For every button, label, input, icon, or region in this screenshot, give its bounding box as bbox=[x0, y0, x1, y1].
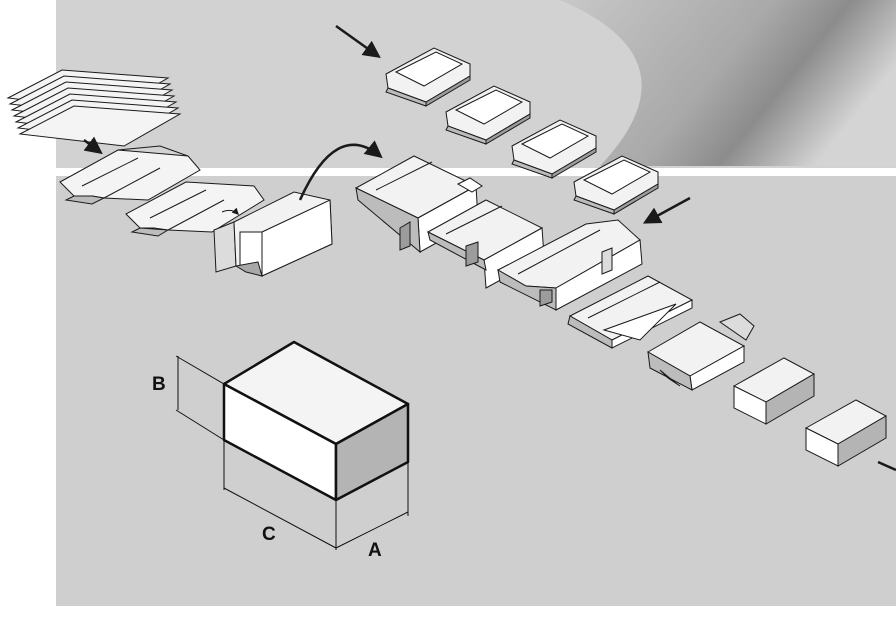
carton-filling-3 bbox=[496, 219, 643, 311]
product-tray-3 bbox=[511, 119, 597, 179]
carton-closing bbox=[646, 313, 755, 391]
dimension-lines bbox=[175, 355, 409, 550]
product-tray-1 bbox=[385, 47, 471, 107]
erected-carton bbox=[213, 191, 333, 277]
blank-feed-arrow bbox=[83, 136, 103, 155]
finished-carton-2 bbox=[804, 399, 888, 467]
carton-filling-4 bbox=[567, 275, 694, 349]
product-infeed-arrow-mid bbox=[642, 196, 691, 224]
dimension-label-b: B bbox=[152, 374, 166, 395]
product-infeed-arrow-top bbox=[335, 24, 381, 59]
flat-blank-stack bbox=[6, 69, 182, 147]
carton-filling-1 bbox=[354, 155, 483, 254]
product-tray-2 bbox=[445, 85, 531, 145]
dimension-label-c: C bbox=[262, 524, 276, 545]
opened-blank-2 bbox=[125, 181, 265, 237]
divider-band bbox=[56, 168, 896, 176]
carton-transfer-arrow bbox=[298, 140, 383, 201]
carton-filling-2 bbox=[426, 199, 545, 289]
finished-carton-1 bbox=[732, 357, 816, 425]
background bbox=[56, 0, 896, 606]
dimension-label-a: A bbox=[368, 540, 382, 561]
opened-blank-1 bbox=[59, 145, 201, 205]
product-tray-4 bbox=[573, 155, 659, 215]
background-shade bbox=[560, 0, 896, 166]
outfeed-arrow bbox=[877, 460, 896, 472]
